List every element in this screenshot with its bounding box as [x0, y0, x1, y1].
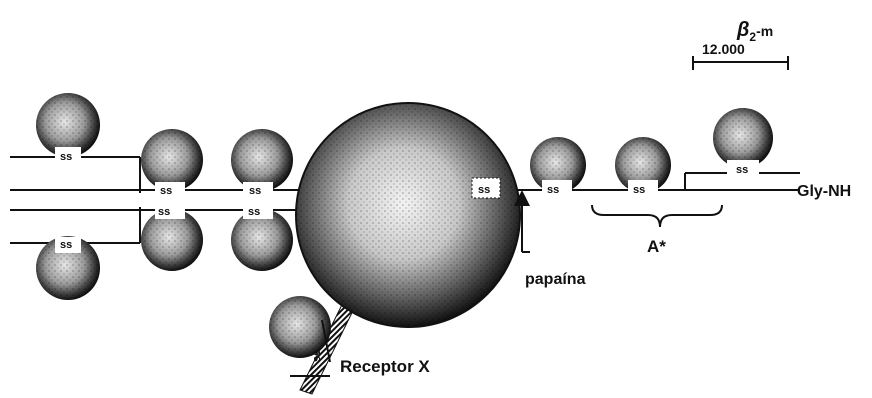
domain-left-top: ss — [36, 93, 100, 163]
ss-label: ss — [478, 184, 490, 196]
domain-col3-top: ss — [231, 129, 293, 197]
domain-right-2: ss — [615, 137, 671, 196]
ss-label: ss — [633, 184, 645, 196]
domain-right-3: ss — [713, 108, 773, 176]
domain-left-bottom: ss — [36, 236, 100, 300]
ss-label: ss — [249, 185, 261, 197]
a-star-label: A* — [647, 237, 666, 256]
beta-symbol: β — [736, 19, 749, 41]
domain-right-1: ss — [530, 137, 586, 196]
papaina-label: papaína — [525, 271, 586, 288]
ss-label: ss — [160, 185, 172, 197]
ss-label: ss — [60, 239, 72, 251]
a-star-brace — [592, 205, 722, 227]
scale-label: 12.000 — [702, 41, 745, 57]
domain-col3-bottom: ss — [231, 205, 293, 271]
ss-label: ss — [248, 206, 260, 218]
beta-suffix: -m — [756, 23, 773, 39]
ss-label: ss — [60, 151, 72, 163]
domain-col2-bottom: ss — [141, 205, 203, 271]
gly-nh-label: Gly-NH — [797, 183, 851, 200]
central-domain — [296, 103, 520, 327]
receptor-x-label: Receptor X — [340, 357, 430, 376]
scale-bar — [693, 56, 788, 70]
domain-col2-top: ss — [141, 129, 203, 197]
ss-box-central: ss — [472, 178, 500, 198]
ss-label: ss — [736, 164, 748, 176]
ss-label: ss — [547, 184, 559, 196]
ss-label: ss — [158, 206, 170, 218]
ss-label: ss — [311, 350, 323, 362]
